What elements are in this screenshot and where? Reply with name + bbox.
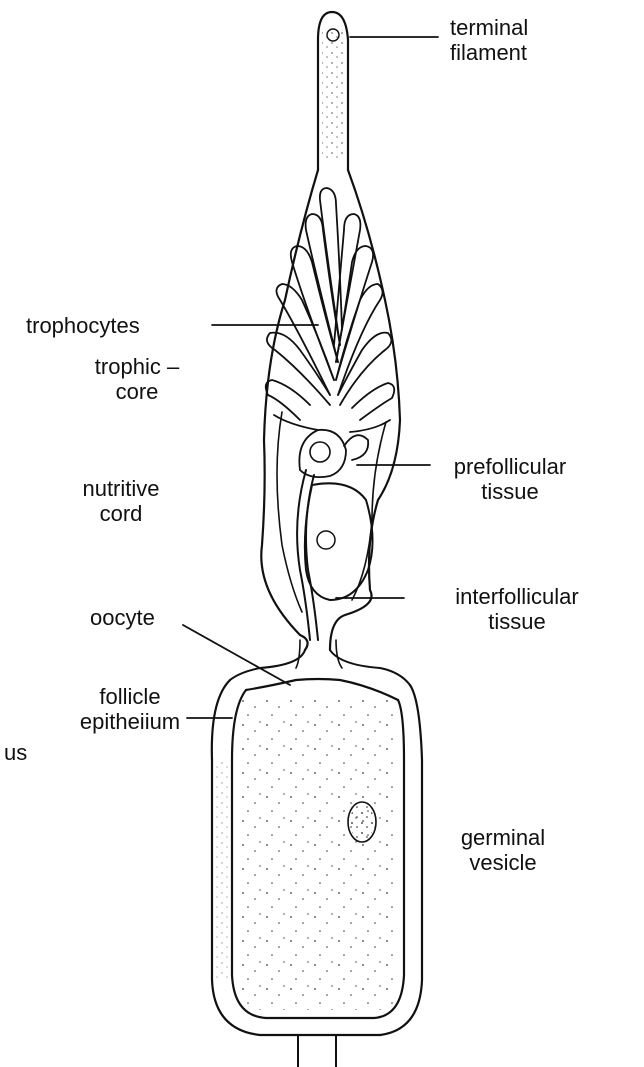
label-trophocytes: trophocytes [26, 313, 140, 338]
label-terminal-filament: terminal filament [450, 15, 528, 65]
pedicel-stem [298, 1035, 336, 1067]
label-fragment: us [4, 740, 27, 765]
germinal-vesicle-stippling [350, 804, 374, 840]
label-prefollicular-tissue: prefollicular tissue [440, 454, 580, 504]
label-germinal-vesicle: germinal vesicle [448, 825, 558, 875]
label-oocyte: oocyte [90, 605, 155, 630]
germarium-outline [261, 170, 400, 650]
label-nutritive-cord: nutritive cord [66, 476, 176, 526]
trophocyte-lobes-right [334, 214, 394, 432]
trophic-core-base [299, 430, 368, 477]
label-interfollicular-tissue: interfollicular tissue [432, 584, 602, 634]
label-follicle-epithelium: follicle epitheiium [76, 684, 184, 734]
young-oocyte [305, 483, 373, 600]
oocyte-stippling [238, 700, 398, 1010]
nutritive-cord-shape [297, 470, 318, 640]
wall-dots [214, 760, 230, 980]
leader-lines [183, 37, 438, 718]
label-trophic-core: trophic – core [82, 354, 192, 404]
filament-stippling [322, 30, 344, 160]
